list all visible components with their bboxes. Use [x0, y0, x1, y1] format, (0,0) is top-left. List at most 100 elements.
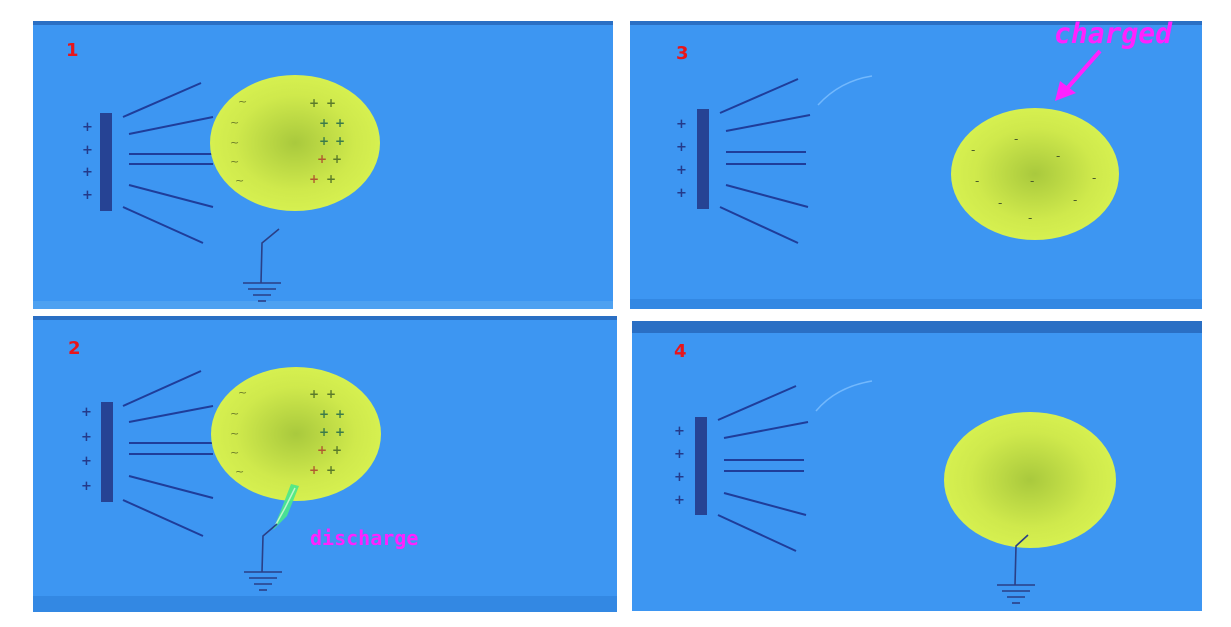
positive-charge-icons: + + + +	[81, 405, 92, 494]
positive-charge-icon: +	[319, 407, 329, 421]
positive-charge-icon: +	[82, 188, 93, 203]
panel-number: 2	[68, 338, 81, 359]
panel-number: 4	[674, 341, 687, 362]
ground-symbol-icon	[243, 228, 281, 302]
positive-charge-icon: +	[81, 479, 92, 494]
negative-charges: - - - - - - - - -	[971, 132, 1096, 225]
panel-3-diagram: + + + + - - - - -	[630, 21, 1202, 309]
positive-charge-icon: +	[335, 134, 345, 148]
negative-charge-icon: -	[1092, 171, 1096, 185]
negative-charge-icon: ~	[230, 136, 239, 149]
positive-charge-icon: +	[676, 117, 687, 132]
sphere	[951, 108, 1119, 240]
positive-charge-icon: +	[676, 186, 687, 201]
panel-bottom-border	[33, 596, 617, 612]
negative-charge-icon: ~	[235, 174, 244, 187]
charged-label: charged	[1054, 21, 1173, 50]
positive-charge-icon: +	[676, 140, 687, 155]
negative-charge-icon: -	[998, 196, 1002, 210]
negative-charge-icon: ~	[230, 427, 239, 440]
panel-top-border	[33, 316, 617, 320]
field-lines	[717, 385, 809, 552]
positive-charge-icon: +	[309, 387, 319, 401]
panel-3: + + + + - - - - -	[630, 21, 1202, 309]
panel-top-border	[630, 21, 1202, 25]
positive-charge-icon: +	[335, 425, 345, 439]
arc-trace	[817, 75, 873, 106]
arc-trace	[815, 380, 873, 412]
spark-icon	[273, 484, 299, 530]
panel-number: 1	[66, 40, 79, 61]
panel-bottom-border	[33, 301, 613, 309]
field-lines	[719, 78, 811, 244]
negative-charge-icon: ~	[230, 446, 239, 459]
panel-2: + + + + ~ ~ ~ ~ ~	[33, 316, 617, 612]
negative-charge-icon: -	[1056, 149, 1060, 163]
negative-charge-icon: -	[1028, 211, 1032, 225]
positive-charge-icon: +	[81, 430, 92, 445]
panel-4-diagram: + + + +	[632, 321, 1202, 611]
positive-charge-icon: +	[674, 493, 685, 508]
panel-background	[632, 321, 1202, 611]
charged-plate	[101, 402, 113, 502]
field-lines	[122, 82, 214, 244]
negative-charges: ~ ~ ~ ~ ~	[230, 386, 247, 478]
positive-charge-icon: +	[317, 152, 327, 166]
positive-charge-icon: +	[326, 463, 336, 477]
charged-plate	[695, 417, 707, 515]
panel-number: 3	[676, 43, 689, 64]
negative-charge-icon: -	[1073, 193, 1077, 207]
field-lines	[122, 370, 214, 537]
panel-top-border	[632, 321, 1202, 333]
positive-charges-on-sphere: + + + + + + + + + +	[309, 387, 345, 477]
positive-charge-icon: +	[82, 165, 93, 180]
sphere	[944, 412, 1116, 548]
negative-charge-icon: ~	[235, 465, 244, 478]
positive-charge-icon: +	[674, 447, 685, 462]
positive-charge-icon: +	[81, 405, 92, 420]
negative-charge-icon: ~	[238, 95, 247, 108]
negative-charge-icon: ~	[230, 116, 239, 129]
positive-charges-on-sphere: + + + + + + + + + +	[309, 96, 345, 186]
sphere	[211, 367, 381, 501]
positive-charge-icon: +	[82, 120, 93, 135]
positive-charge-icons: + + + +	[676, 117, 687, 201]
positive-charge-icon: +	[332, 152, 342, 166]
positive-charge-icon: +	[335, 407, 345, 421]
positive-charge-icon: +	[332, 443, 342, 457]
positive-charge-icon: +	[317, 443, 327, 457]
panel-2-diagram: + + + + ~ ~ ~ ~ ~	[33, 316, 617, 612]
negative-charge-icon: ~	[230, 155, 239, 168]
negative-charge-icon: -	[1014, 132, 1018, 146]
negative-charge-icon: ~	[238, 386, 247, 399]
positive-charge-icon: +	[309, 463, 319, 477]
charged-plate	[697, 109, 709, 209]
positive-charge-icon: +	[82, 143, 93, 158]
positive-charge-icons: + + + +	[82, 120, 93, 203]
positive-charge-icon: +	[319, 425, 329, 439]
ground-symbol-icon	[244, 523, 282, 591]
panel-top-border	[33, 21, 613, 25]
panel-1-diagram: + + + + ~ ~ ~ ~ ~	[33, 21, 613, 309]
positive-charge-icon: +	[326, 387, 336, 401]
positive-charge-icon: +	[335, 116, 345, 130]
positive-charge-icon: +	[81, 454, 92, 469]
sphere	[210, 75, 380, 211]
positive-charge-icon: +	[319, 134, 329, 148]
positive-charge-icons: + + + +	[674, 424, 685, 508]
panel-bottom-border	[630, 299, 1202, 309]
positive-charge-icon: +	[319, 116, 329, 130]
positive-charge-icon: +	[326, 172, 336, 186]
panel-4: + + + + 4	[632, 321, 1202, 611]
positive-charge-icon: +	[326, 96, 336, 110]
negative-charge-icon: ~	[230, 407, 239, 420]
positive-charge-icon: +	[676, 163, 687, 178]
positive-charge-icon: +	[674, 424, 685, 439]
positive-charge-icon: +	[309, 96, 319, 110]
discharge-label: discharge	[310, 526, 419, 550]
negative-charge-icon: -	[971, 143, 975, 157]
charged-plate	[100, 113, 112, 211]
arrow-icon	[1055, 49, 1102, 101]
ground-symbol-icon	[997, 534, 1035, 604]
panel-1: + + + + ~ ~ ~ ~ ~	[33, 21, 613, 309]
